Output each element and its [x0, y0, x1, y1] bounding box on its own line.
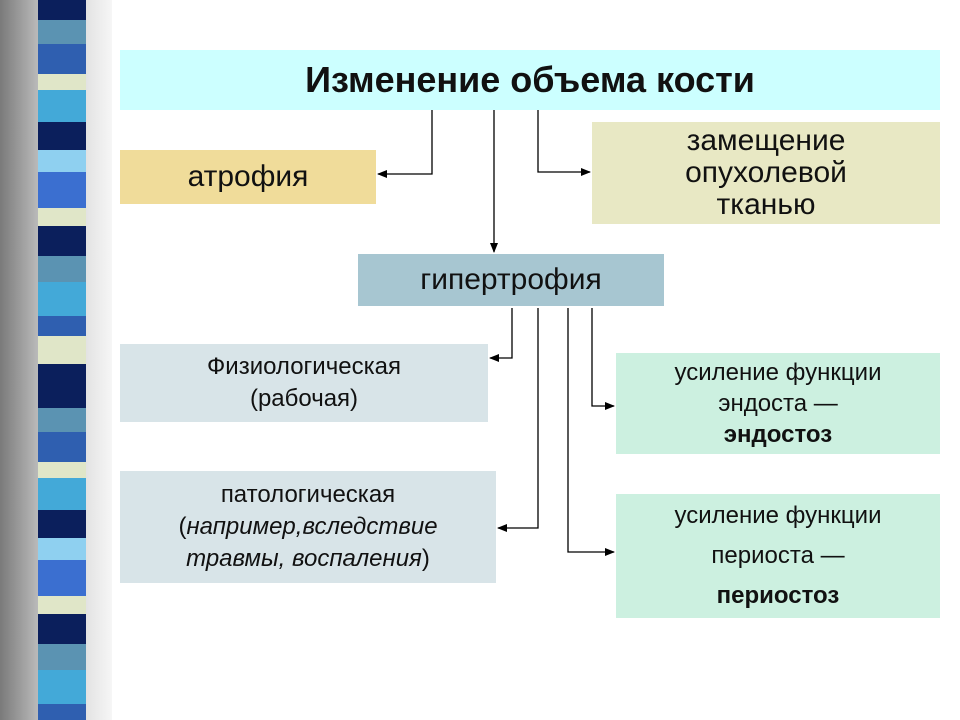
strip-band — [38, 644, 86, 670]
strip-band — [38, 510, 86, 538]
strip-band — [38, 316, 86, 336]
atrophy-label: атрофия — [187, 160, 309, 193]
tumor-label-line-1: замещение — [686, 124, 846, 157]
physiological-label-line-1: Физиологическая — [207, 353, 401, 380]
strip-band — [38, 560, 86, 596]
strip-band — [38, 670, 86, 704]
strip-band — [38, 172, 86, 208]
strip-band — [38, 614, 86, 644]
arrow-to-periosteum — [567, 308, 615, 556]
arrow-to-replacement — [537, 110, 591, 176]
strip-band — [38, 478, 86, 510]
endosteum-term: эндостоз — [723, 421, 833, 448]
strip-band — [38, 90, 86, 122]
physiological-node: Физиологическая (рабочая) — [120, 344, 488, 422]
strip-band — [38, 596, 86, 614]
strip-band — [38, 74, 86, 90]
strip-band — [38, 282, 86, 316]
endosteum-label-line-2: эндоста — — [718, 390, 838, 417]
periosteum-term: периостоз — [716, 582, 840, 609]
strip-band — [38, 226, 86, 256]
pathological-example: например,вследствие — [186, 513, 438, 540]
strip-band — [38, 408, 86, 432]
arrow-to-endosteum — [591, 308, 615, 410]
strip-band — [38, 44, 86, 74]
strip-band — [38, 150, 86, 172]
pathological-node: патологическая (например,вследствие трав… — [120, 471, 496, 583]
strip-band — [38, 122, 86, 150]
tumor-replacement-node: замещение опухолевой тканью — [592, 122, 940, 224]
pathological-label-line-2: (например,вследствие — [178, 511, 437, 543]
root-title: Изменение объема кости — [305, 59, 755, 100]
strip-band — [38, 462, 86, 478]
strip-band — [38, 432, 86, 462]
endosteum-label-line-1: усиление функции — [674, 359, 882, 386]
tumor-label-line-2: опухолевой — [685, 156, 847, 189]
pathological-close-paren: ) — [421, 545, 430, 572]
arrow-to-pathological — [497, 308, 539, 532]
strip-band — [38, 20, 86, 44]
strip-band — [38, 0, 86, 20]
periosteum-label-line-1: усиление функции — [674, 502, 882, 529]
periosteum-node: усиление функции периоста — периостоз — [616, 494, 940, 618]
decorative-color-strip — [38, 0, 86, 720]
hypertrophy-node: гипертрофия — [358, 254, 664, 306]
arrow-to-physiological — [489, 308, 513, 362]
strip-band — [38, 256, 86, 282]
strip-band — [38, 538, 86, 560]
strip-band — [38, 388, 86, 408]
pathological-label-line-3: травмы, воспаления) — [186, 543, 430, 575]
strip-band — [38, 336, 86, 364]
strip-band — [38, 208, 86, 226]
physiological-label-line-2: (рабочая) — [249, 385, 359, 412]
pathological-causes: травмы, воспаления — [186, 545, 422, 572]
periosteum-label-line-2: периоста — — [711, 542, 845, 569]
strip-band — [38, 704, 86, 720]
pathological-open-paren: ( — [178, 513, 187, 540]
hypertrophy-label: гипертрофия — [420, 263, 602, 296]
atrophy-node: атрофия — [120, 150, 376, 204]
endosteum-node: усиление функции эндоста — эндостоз — [616, 353, 940, 454]
pathological-label-line-1: патологическая — [220, 481, 396, 508]
root-node: Изменение объема кости — [120, 50, 940, 110]
arrow-to-atrophy — [377, 110, 433, 178]
strip-band — [38, 364, 86, 388]
tumor-label-line-3: тканью — [716, 188, 816, 221]
